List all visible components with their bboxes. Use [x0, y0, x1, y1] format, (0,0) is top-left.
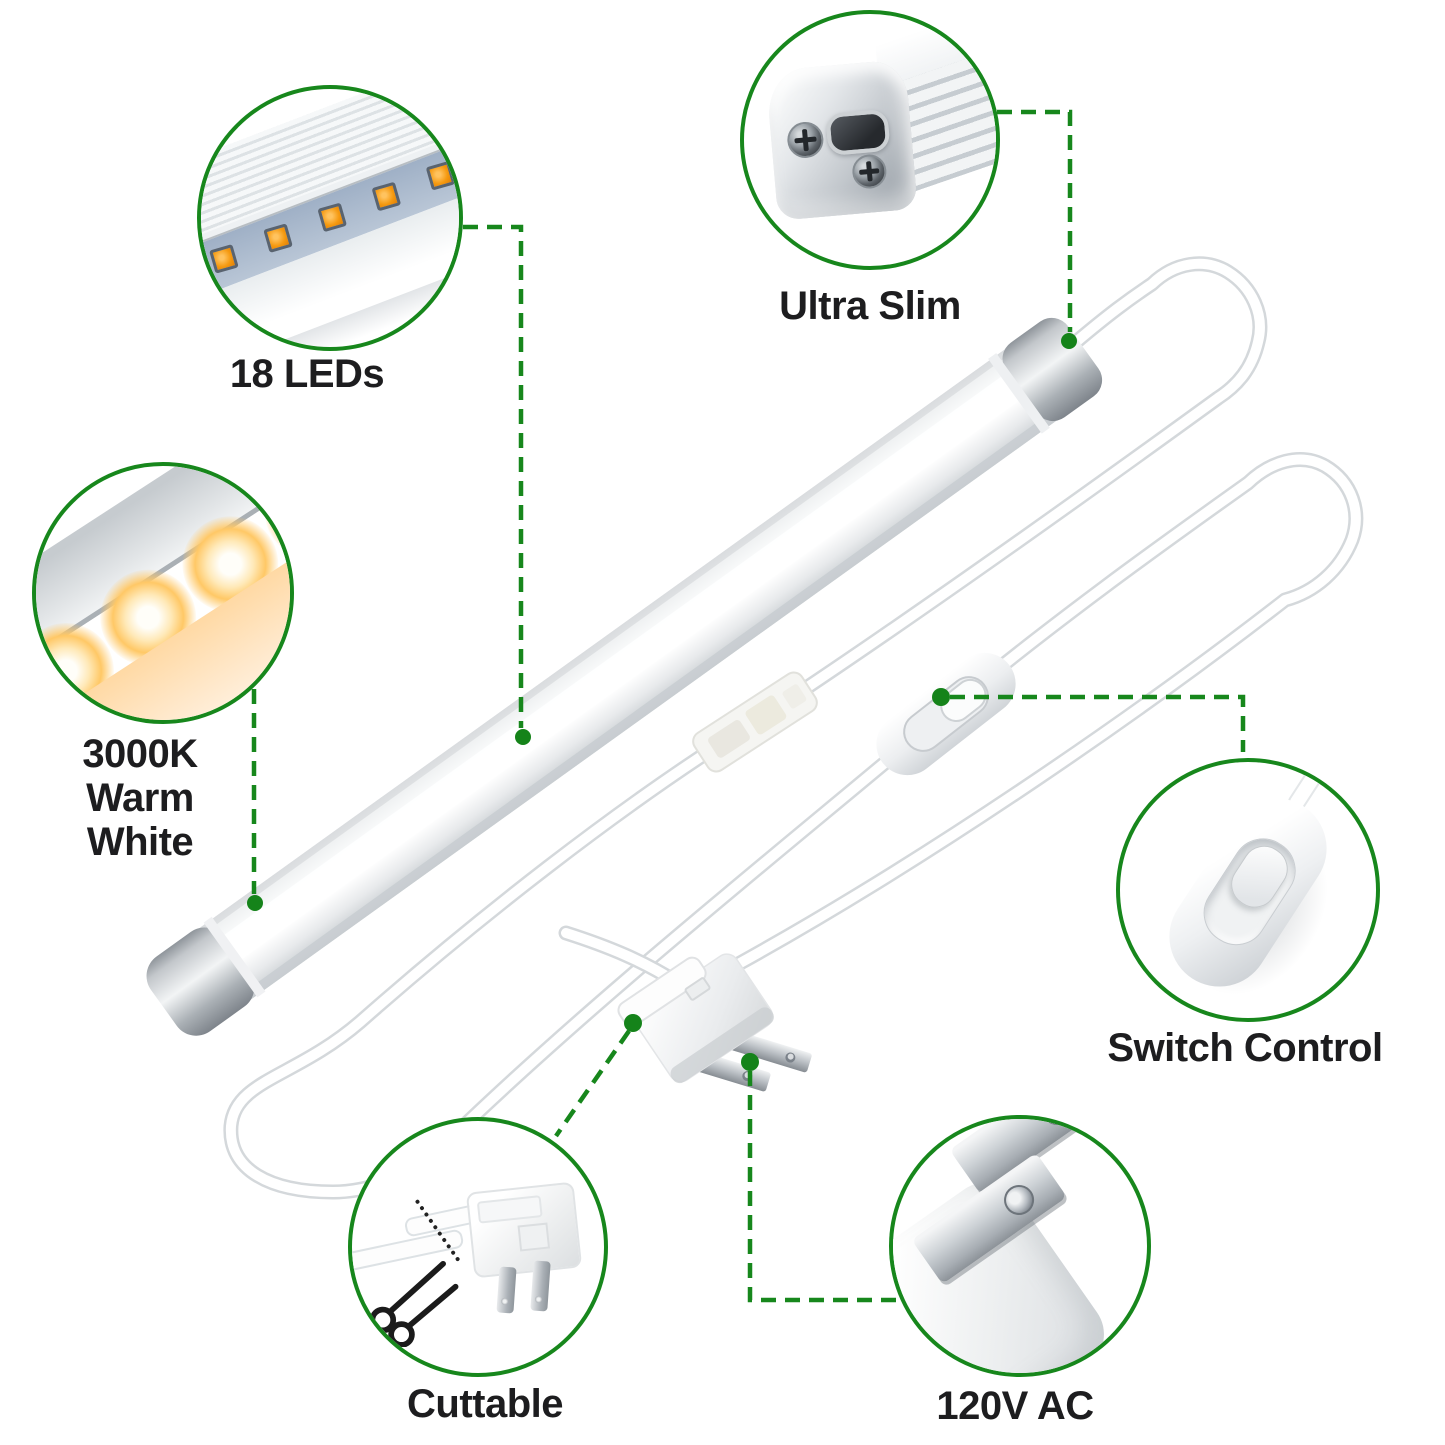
plug-blade — [730, 1031, 812, 1073]
led-chip — [263, 223, 293, 253]
light-bar — [146, 317, 1103, 1036]
plug-blades-image — [893, 1119, 1147, 1373]
annotation-dot — [741, 1053, 759, 1071]
annotation-dot — [624, 1014, 642, 1032]
cuttable-cord-image — [352, 1121, 604, 1373]
callout-label-ultra-slim: Ultra Slim — [779, 284, 961, 328]
callout-label-cuttable: Cuttable — [407, 1382, 564, 1426]
callout-warm-white — [32, 462, 294, 724]
warm-glow-image — [36, 466, 290, 720]
annotation-dot — [515, 729, 531, 745]
callout-label-warm-white: 3000K Warm White — [82, 732, 198, 864]
cap-slot — [825, 108, 891, 156]
annotation-line-switch-control — [950, 694, 1246, 752]
callout-label-120v-ac: 120V AC — [936, 1384, 1094, 1428]
annotation-dot — [932, 688, 950, 706]
switch-rocker — [1222, 837, 1297, 917]
callout-cuttable — [348, 1117, 608, 1377]
callout-120v-ac — [889, 1115, 1151, 1377]
end-cap-image — [744, 14, 996, 266]
led-chip — [371, 181, 402, 212]
power-plug — [617, 953, 812, 1092]
callout-switch-control — [1116, 758, 1380, 1022]
callout-ultra-slim — [740, 10, 1000, 270]
callout-label-switch-control: Switch Control — [1107, 1026, 1383, 1070]
led-chip — [209, 244, 239, 274]
scissors-icon — [369, 1260, 459, 1347]
callout-18-leds — [197, 85, 463, 351]
annotation-line-120v-ac — [747, 1071, 896, 1303]
inline-connector — [692, 671, 818, 773]
cord-connector-image — [465, 1181, 583, 1279]
led-chip — [317, 202, 348, 233]
inline-switch-image — [1120, 762, 1376, 1018]
led-strip-image — [201, 89, 459, 347]
annotation-line-ultra-slim — [997, 109, 1073, 332]
connector-blade — [496, 1266, 517, 1314]
callout-label-18-leds: 18 LEDs — [229, 352, 385, 396]
connector-blade — [530, 1260, 551, 1312]
bar-end-cap-top — [1002, 317, 1103, 422]
inline-switch — [876, 652, 1016, 776]
annotation-dot — [247, 895, 263, 911]
led-chip — [425, 160, 456, 191]
annotation-line-cuttable — [554, 1029, 631, 1138]
annotation-dot — [1061, 333, 1077, 349]
annotation-line-18-leds — [463, 224, 524, 728]
